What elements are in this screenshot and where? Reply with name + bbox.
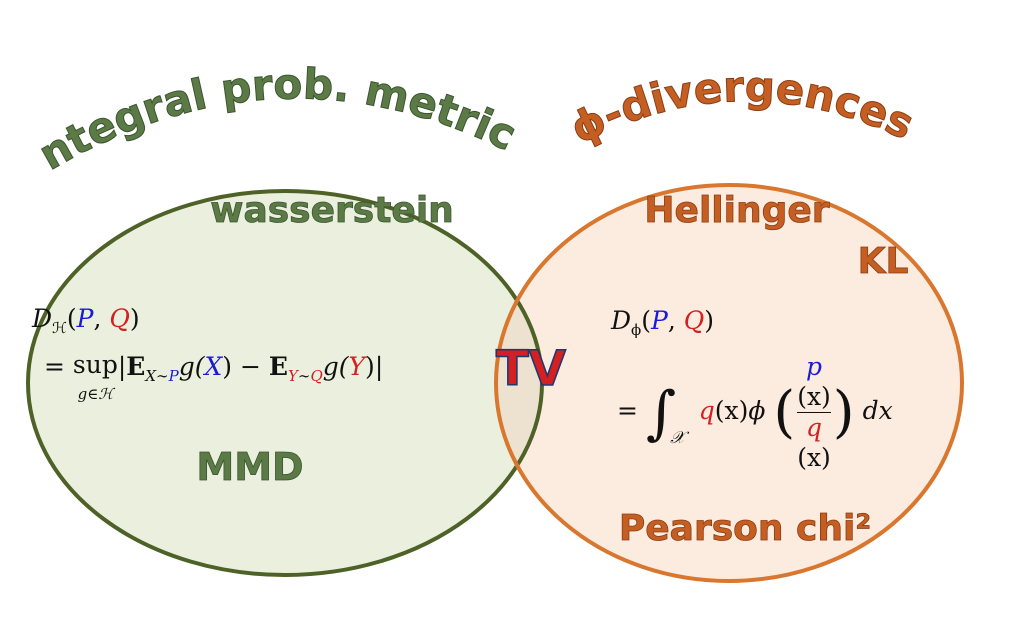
kl-label: KL — [858, 241, 909, 282]
phi-divergence-formula-line2: = ∫𝒳 q(x)ϕ (p(x)q(x)) dx — [617, 352, 893, 472]
tv-label: TV — [496, 341, 566, 397]
wasserstein-label: wasserstein — [210, 190, 454, 231]
left-set-outline — [26, 189, 544, 577]
ipm-formula-line1: Dℋ(P, Q) — [32, 304, 140, 337]
phi-divergence-formula-line1: Dϕ(P, Q) — [611, 306, 715, 339]
left-set-circle — [28, 191, 542, 575]
right-set-outline — [494, 183, 964, 583]
left-set-title: Integral prob. metrics — [0, 0, 524, 179]
hellinger-label: Hellinger — [644, 190, 829, 231]
right-set-title: ϕ-divergences — [563, 62, 922, 154]
right-set-circle — [496, 185, 962, 581]
pearson-chi2-label: Pearson chi² — [619, 508, 871, 549]
mmd-label: MMD — [196, 445, 303, 489]
